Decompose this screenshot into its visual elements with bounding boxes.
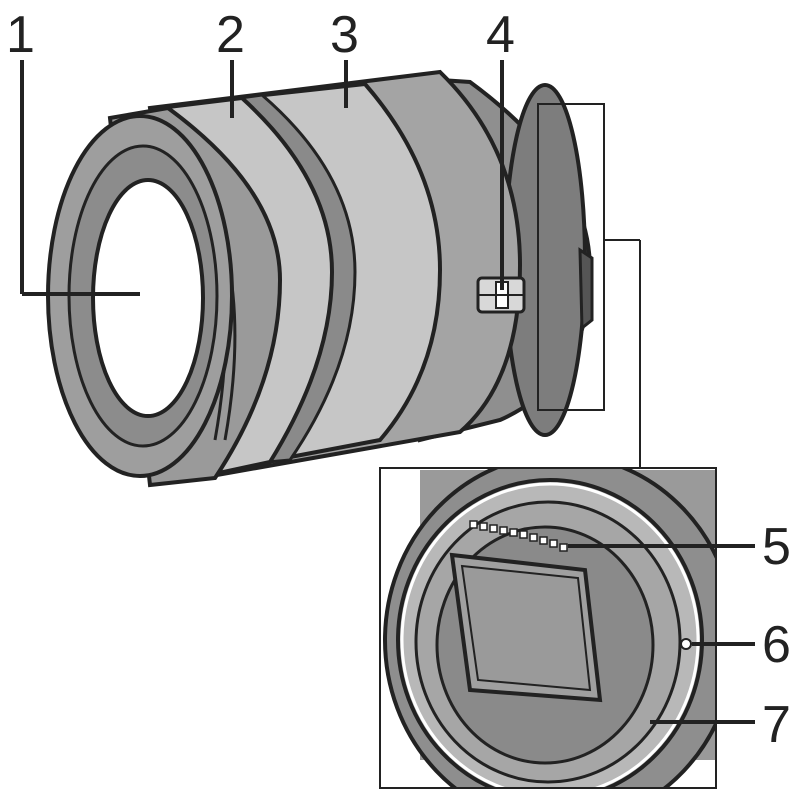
callout-4: 4 [486, 6, 515, 64]
lens-body [46, 69, 594, 488]
callout-5: 5 [762, 518, 791, 576]
inset-frame [379, 467, 717, 789]
contact-pins-icon [469, 520, 568, 552]
callout-3: 3 [330, 6, 359, 64]
callout-7: 7 [762, 696, 791, 754]
mount-detail-inset [379, 467, 717, 789]
callout-6: 6 [762, 616, 791, 674]
callout-1: 1 [6, 6, 35, 64]
mount-detail-frame-top [537, 103, 605, 411]
mount-mark-icon [680, 638, 692, 650]
lens-glass [91, 178, 205, 418]
callout-2: 2 [216, 6, 245, 64]
